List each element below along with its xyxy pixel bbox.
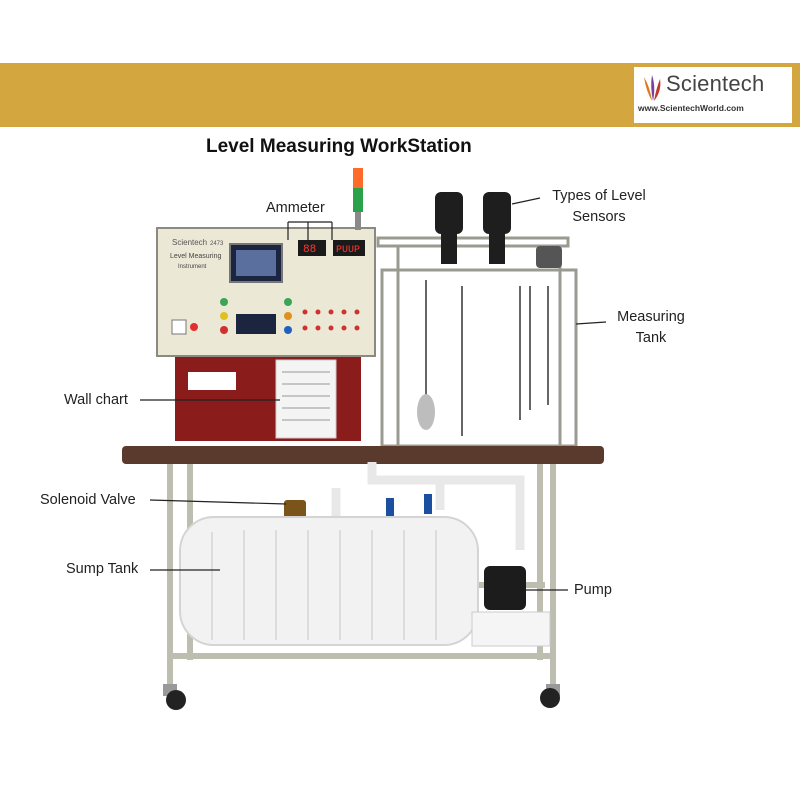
callout-sensors: Types of Level Sensors xyxy=(544,186,654,228)
measuring-tank-rods xyxy=(425,280,549,436)
panel-brand: Scientech xyxy=(172,238,207,247)
pump xyxy=(471,566,551,647)
callout-solenoid-valve: Solenoid Valve xyxy=(40,492,136,508)
callout-tank-line1: Measuring xyxy=(617,309,685,325)
scientech-logo-icon xyxy=(644,75,661,101)
float-sensor xyxy=(417,394,435,430)
header-banner: Scientech www.ScientechWorld.com xyxy=(0,63,800,127)
page-title: Level Measuring WorkStation xyxy=(206,136,472,157)
control-panel: 88 PUUP Scientech 2473 Level Measuring I… xyxy=(156,227,376,357)
brand-name: Scientech xyxy=(666,71,765,96)
tabletop xyxy=(122,446,604,464)
brand-url: www.ScientechWorld.com xyxy=(638,103,744,113)
callout-pump: Pump xyxy=(574,582,612,598)
wall-chart-board xyxy=(175,357,361,441)
measuring-tank-frame xyxy=(376,236,578,448)
callout-sensors-line2: Sensors xyxy=(572,209,626,225)
valves xyxy=(386,494,432,518)
panel-model: 2473 xyxy=(210,241,224,247)
callout-tank: Measuring Tank xyxy=(606,307,696,349)
callout-wall-chart: Wall chart xyxy=(64,392,128,408)
panel-name-line2: Instrument xyxy=(178,264,207,270)
brand-logo: Scientech www.ScientechWorld.com xyxy=(634,67,792,123)
sump-tank xyxy=(179,516,479,646)
ammeter-display-right: PUUP xyxy=(336,245,360,256)
tower-light xyxy=(353,168,363,230)
callout-lines xyxy=(140,197,607,591)
callout-sump-tank: Sump Tank xyxy=(66,561,139,577)
panel-name-line1: Level Measuring xyxy=(170,253,221,260)
callout-tank-line2: Tank xyxy=(635,330,667,346)
caster-wheels xyxy=(163,684,560,710)
level-sensors xyxy=(435,192,562,268)
callout-sensors-line1: Types of Level xyxy=(552,188,646,204)
ammeter-display-left: 88 xyxy=(303,244,316,256)
callout-ammeter: Ammeter xyxy=(266,200,325,216)
